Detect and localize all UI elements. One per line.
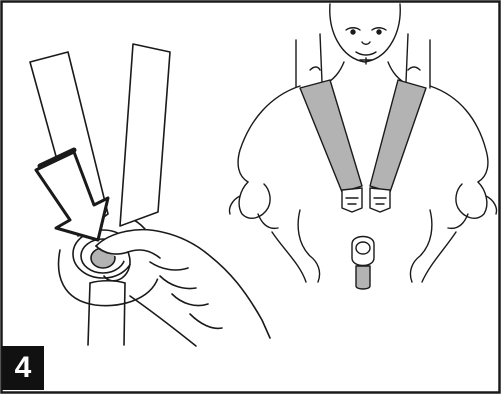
hand (95, 228, 271, 339)
child-torso (237, 85, 301, 183)
right-overview-panel (228, 3, 498, 290)
right-shoulder-strap (119, 43, 171, 227)
left-detail-panel (29, 43, 271, 347)
harness-strap-right (369, 79, 427, 193)
down-arrow-icon (34, 150, 110, 242)
headrest-right (405, 33, 431, 89)
child-eye-left (345, 27, 361, 31)
buckle-tongue-left (341, 187, 363, 213)
child-head (329, 3, 401, 63)
headrest-left (295, 33, 323, 89)
child-arm-left (238, 181, 271, 219)
child-mouth (355, 51, 377, 56)
child-eye-right (371, 27, 387, 31)
crotch-strap (87, 282, 126, 346)
child-arm-right (455, 181, 488, 219)
child-leg-left (297, 209, 321, 283)
buckle-tongue-right (369, 187, 391, 213)
crotch-strap-right (355, 265, 371, 290)
step-number-badge: 4 (2, 346, 44, 390)
harness-strap-left (299, 79, 363, 193)
